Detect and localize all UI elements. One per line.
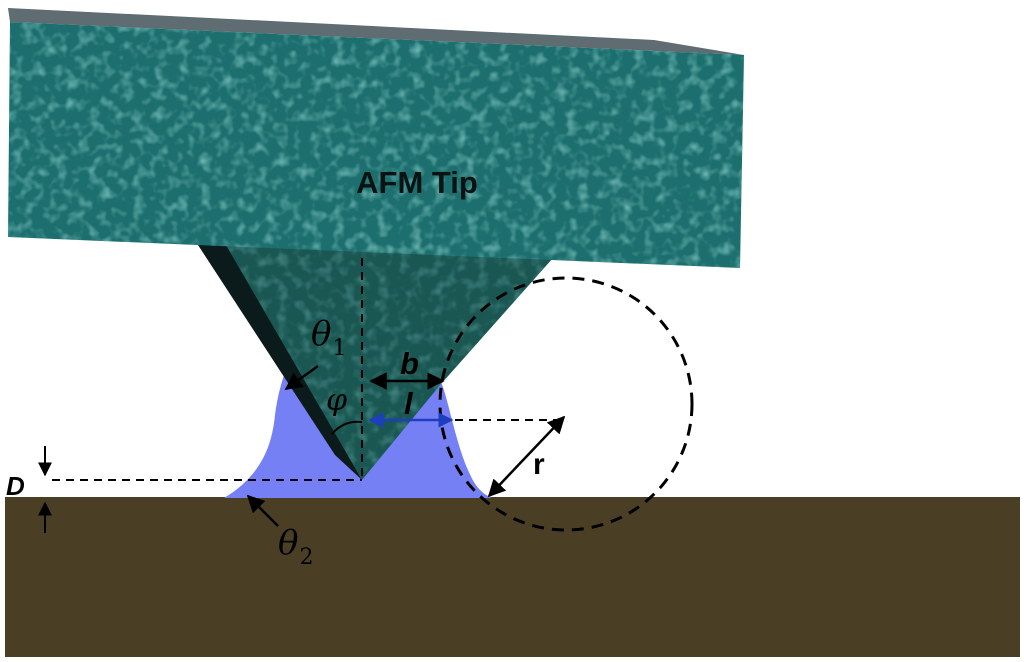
b-label: b: [400, 346, 419, 381]
substrate: [5, 497, 1020, 657]
theta1-label: θ: [311, 314, 331, 354]
phi-label: φ: [326, 383, 347, 418]
afm-tip-label: AFM Tip: [356, 165, 478, 200]
phi-arc: [331, 420, 363, 435]
theta1-arrow: [284, 364, 319, 391]
svg-text:θ1: θ1: [311, 314, 346, 361]
cantilever-top-face: [8, 8, 744, 55]
theta2-label: θ: [278, 523, 298, 563]
theta2-arrow: [246, 494, 279, 527]
theta2-subscript: 2: [299, 545, 313, 570]
radius-arrow: [487, 415, 566, 498]
cantilever-texture: [8, 22, 744, 268]
l-label: l: [404, 386, 414, 421]
r-label: r: [533, 448, 545, 481]
liquid-meniscus: [224, 362, 492, 498]
tip-shadow-face: [198, 245, 362, 480]
tip-cone-texture: [226, 245, 553, 480]
D-label: D: [6, 471, 25, 501]
svg-text:θ2: θ2: [278, 523, 313, 570]
theta1-subscript: 1: [332, 336, 346, 361]
meniscus-circle: [438, 276, 694, 532]
